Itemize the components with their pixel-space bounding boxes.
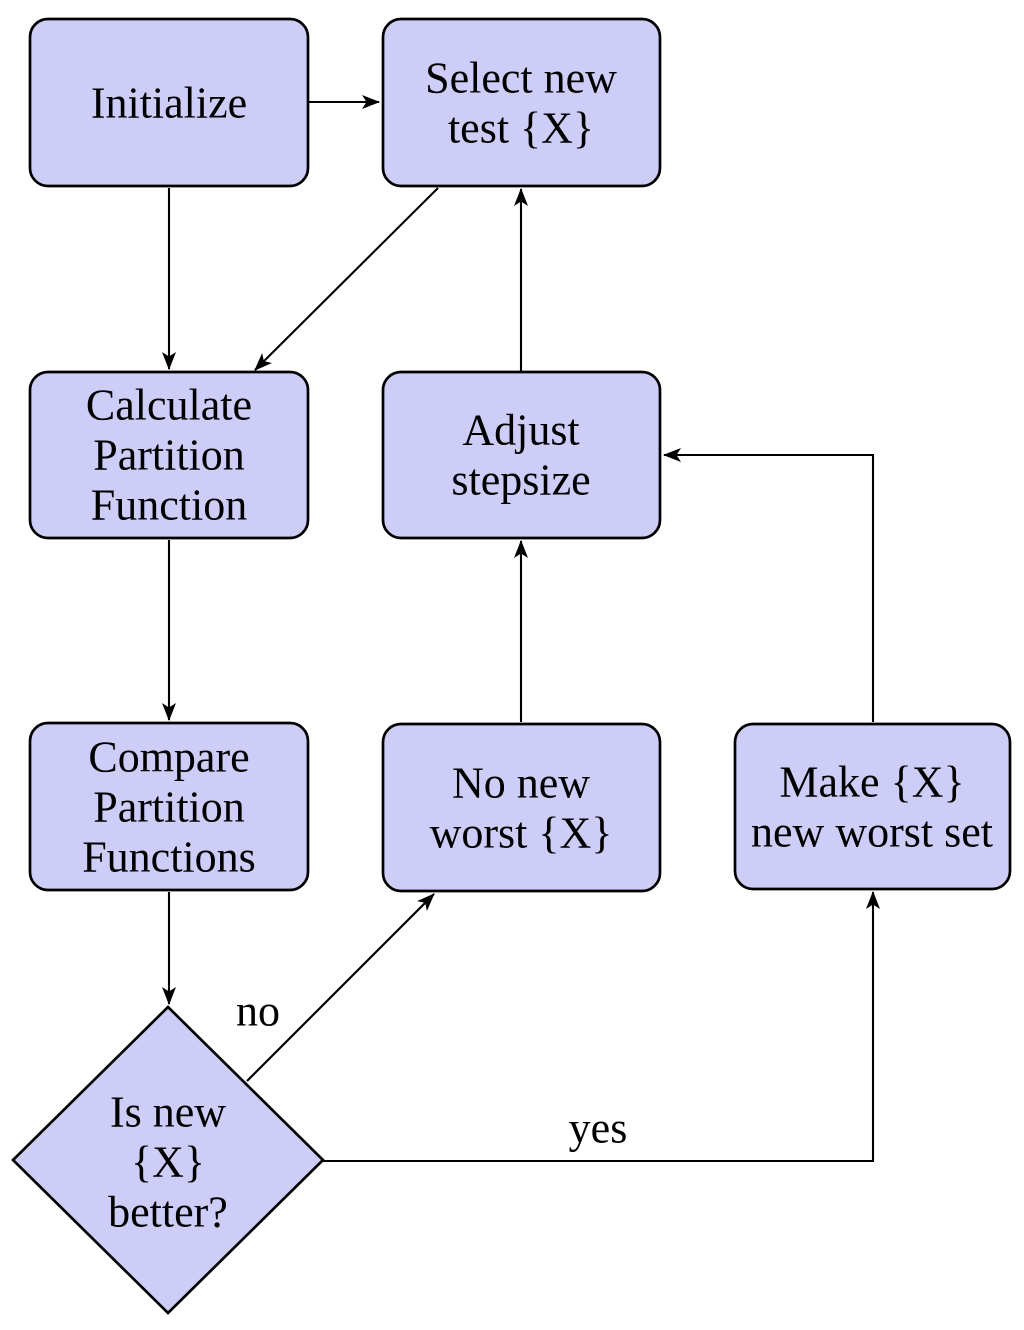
edge-decision-yes-to-make-new-worst bbox=[322, 891, 880, 1163]
node-adjust-stepsize: Adjust stepsize bbox=[381, 370, 662, 540]
node-select-new-test-shape bbox=[381, 17, 662, 188]
edges bbox=[162, 95, 880, 1163]
node-compare-partition-label-line1: Compare bbox=[88, 733, 249, 782]
node-make-new-worst: Make {X} new worst set bbox=[733, 722, 1012, 891]
node-is-new-better-label-line3: better? bbox=[108, 1188, 228, 1237]
edge-label-yes: yes bbox=[569, 1104, 628, 1153]
node-no-new-worst-label-line2: worst {X} bbox=[430, 809, 613, 858]
node-select-new-test-label-line1: Select new bbox=[425, 54, 617, 103]
node-initialize-label: Initialize bbox=[91, 79, 247, 128]
node-adjust-stepsize-label-line2: stepsize bbox=[451, 456, 590, 505]
node-make-new-worst-shape bbox=[733, 722, 1012, 891]
node-calculate-partition-label-line2: Partition bbox=[93, 431, 245, 480]
node-no-new-worst-shape bbox=[381, 722, 662, 893]
node-is-new-better-label-line2: {X} bbox=[131, 1138, 205, 1187]
node-calculate-partition-shape bbox=[28, 370, 310, 540]
edge-make-new-worst-to-adjust bbox=[663, 448, 875, 722]
node-no-new-worst: No new worst {X} bbox=[381, 722, 662, 893]
node-initialize-shape bbox=[28, 17, 310, 188]
node-adjust-stepsize-shape bbox=[381, 370, 662, 540]
edge-decision-no-to-no-new-worst bbox=[246, 893, 435, 1082]
node-compare-partition-label-line2: Partition bbox=[93, 783, 245, 832]
node-calculate-partition-label-line1: Calculate bbox=[86, 381, 252, 430]
node-is-new-better-shape bbox=[11, 1005, 325, 1315]
node-adjust-stepsize-label-line1: Adjust bbox=[462, 406, 579, 455]
node-select-new-test: Select new test {X} bbox=[381, 17, 662, 188]
node-select-new-test-label-line2: test {X} bbox=[448, 104, 594, 153]
edge-select-to-calculate bbox=[254, 187, 439, 371]
node-compare-partition: Compare Partition Functions bbox=[28, 721, 310, 892]
node-compare-partition-label-line3: Functions bbox=[82, 833, 256, 882]
node-is-new-better: Is new {X} better? bbox=[11, 1005, 325, 1315]
node-no-new-worst-label-line1: No new bbox=[452, 759, 590, 808]
node-make-new-worst-label-line1: Make {X} bbox=[779, 758, 964, 807]
node-make-new-worst-label-line2: new worst set bbox=[751, 808, 993, 857]
node-calculate-partition-label-line3: Function bbox=[91, 481, 247, 530]
edge-label-no: no bbox=[236, 987, 280, 1036]
node-is-new-better-label-line1: Is new bbox=[110, 1088, 226, 1137]
node-calculate-partition: Calculate Partition Function bbox=[28, 370, 310, 540]
node-compare-partition-shape bbox=[28, 721, 310, 892]
node-initialize: Initialize bbox=[28, 17, 310, 188]
